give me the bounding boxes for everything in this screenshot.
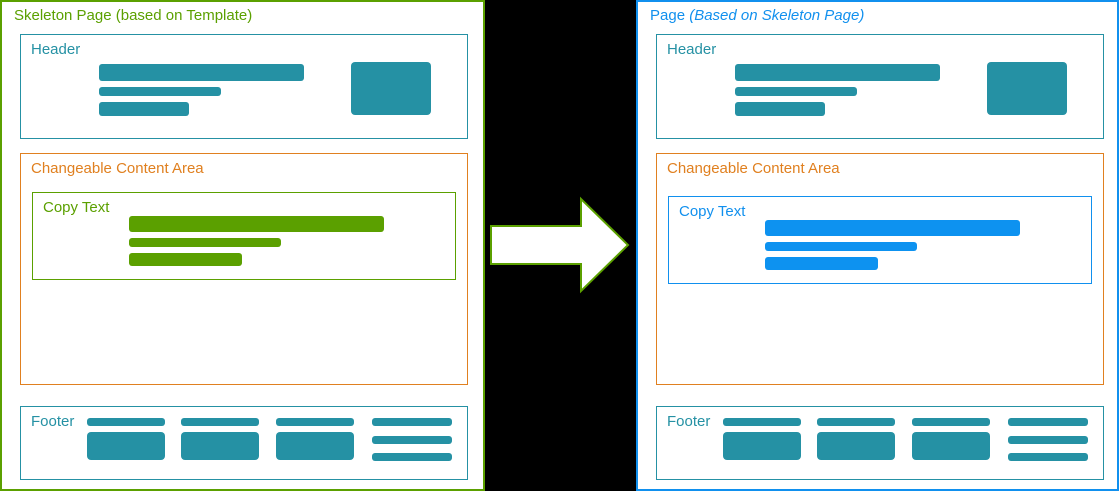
- panel-page-title-text: Page: [650, 7, 690, 24]
- skeleton-footer-label: Footer: [31, 413, 75, 430]
- skeleton-copy-text-section: Copy Text: [32, 192, 456, 280]
- skeleton-header-label: Header: [31, 41, 81, 58]
- skeleton-header-bar-1: [99, 64, 304, 81]
- skeleton-footer-section: Footer: [20, 406, 468, 480]
- skeleton-header-bar-2: [99, 87, 221, 96]
- page-header-bar-2: [735, 87, 857, 96]
- skeleton-copy-bar-2: [129, 238, 281, 247]
- skeleton-footer-col4-line-1: [372, 418, 452, 426]
- skeleton-copy-text-label: Copy Text: [43, 199, 110, 216]
- page-footer-col3-bar: [912, 418, 990, 426]
- panel-skeleton-title: Skeleton Page (based on Template): [14, 7, 252, 25]
- page-footer-section: Footer: [656, 406, 1104, 480]
- right-arrow-shape: [490, 196, 630, 294]
- page-copy-text-section: Copy Text: [668, 196, 1092, 284]
- skeleton-copy-bar-3: [129, 253, 242, 266]
- panel-page-title-italic: (Based on Skeleton Page): [689, 7, 865, 24]
- panel-page-title: Page (Based on Skeleton Page): [650, 7, 864, 25]
- page-footer-col3-block: [912, 432, 990, 460]
- page-footer-col2-bar: [817, 418, 895, 426]
- page-footer-col4-line-1: [1008, 418, 1088, 426]
- page-header-image-block: [987, 62, 1067, 115]
- skeleton-footer-col4-line-3: [372, 453, 452, 461]
- skeleton-footer-col2-bar: [181, 418, 259, 426]
- page-copy-bar-3: [765, 257, 878, 270]
- panel-page: Page (Based on Skeleton Page) Header Cha…: [636, 0, 1119, 491]
- page-header-section: Header: [656, 34, 1104, 139]
- skeleton-footer-col4-line-2: [372, 436, 452, 444]
- skeleton-header-section: Header: [20, 34, 468, 139]
- skeleton-header-bar-3: [99, 102, 189, 116]
- skeleton-footer-col3-block: [276, 432, 354, 460]
- right-arrow-icon: [490, 196, 630, 294]
- page-header-label: Header: [667, 41, 717, 58]
- page-footer-col1-block: [723, 432, 801, 460]
- skeleton-footer-col3-bar: [276, 418, 354, 426]
- page-copy-text-label: Copy Text: [679, 203, 746, 220]
- page-footer-col2-block: [817, 432, 895, 460]
- page-footer-col4-line-2: [1008, 436, 1088, 444]
- panel-skeleton-page: Skeleton Page (based on Template) Header…: [0, 0, 485, 491]
- page-header-bar-3: [735, 102, 825, 116]
- skeleton-footer-col2-block: [181, 432, 259, 460]
- page-copy-bar-1: [765, 220, 1020, 236]
- page-footer-col4-line-3: [1008, 453, 1088, 461]
- transform-arrow: [489, 196, 631, 294]
- page-footer-label: Footer: [667, 413, 711, 430]
- page-footer-col1-bar: [723, 418, 801, 426]
- skeleton-footer-col1-block: [87, 432, 165, 460]
- panel-skeleton-title-text: Skeleton Page (based on Template): [14, 7, 253, 24]
- skeleton-header-image-block: [351, 62, 431, 115]
- skeleton-content-label: Changeable Content Area: [31, 160, 204, 177]
- page-header-bar-1: [735, 64, 940, 81]
- page-copy-bar-2: [765, 242, 917, 251]
- skeleton-footer-col1-bar: [87, 418, 165, 426]
- skeleton-copy-bar-1: [129, 216, 384, 232]
- page-content-label: Changeable Content Area: [667, 160, 840, 177]
